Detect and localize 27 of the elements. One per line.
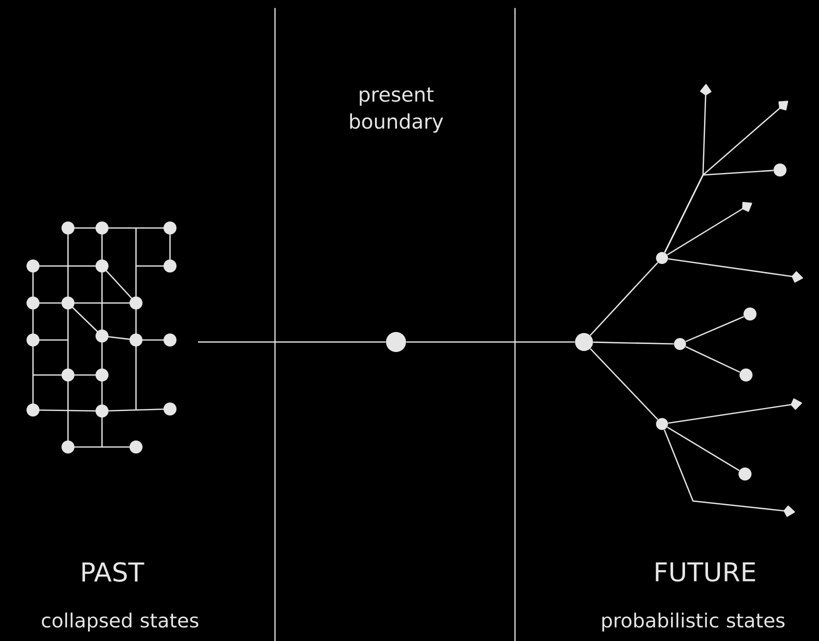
connector-line <box>685 316 744 342</box>
caption-text: present boundary <box>350 88 444 133</box>
connector-line <box>590 348 658 420</box>
connector-line <box>590 262 658 336</box>
state-dot <box>656 418 668 430</box>
arrow <box>668 398 802 424</box>
connector-line <box>406 341 575 343</box>
caption-text: probabilistic states <box>602 612 784 632</box>
state-dot <box>386 332 406 352</box>
state-dot <box>774 164 786 176</box>
arrow <box>664 430 795 517</box>
state-dot <box>738 468 752 480</box>
heading: PAST <box>82 562 144 582</box>
connector-line <box>198 341 386 343</box>
state-dot <box>656 252 668 264</box>
state-dot <box>674 338 686 350</box>
state-dot <box>744 308 756 320</box>
caption-text: collapsed states <box>42 612 198 632</box>
state-dot <box>740 368 752 382</box>
arrow <box>666 202 752 256</box>
connector-line <box>685 346 740 373</box>
connector-line <box>593 342 674 345</box>
connector-line <box>666 426 740 472</box>
connector-line <box>664 170 774 253</box>
arrow <box>668 258 804 283</box>
heading: FUTURE <box>656 562 756 582</box>
state-dot <box>575 333 593 351</box>
